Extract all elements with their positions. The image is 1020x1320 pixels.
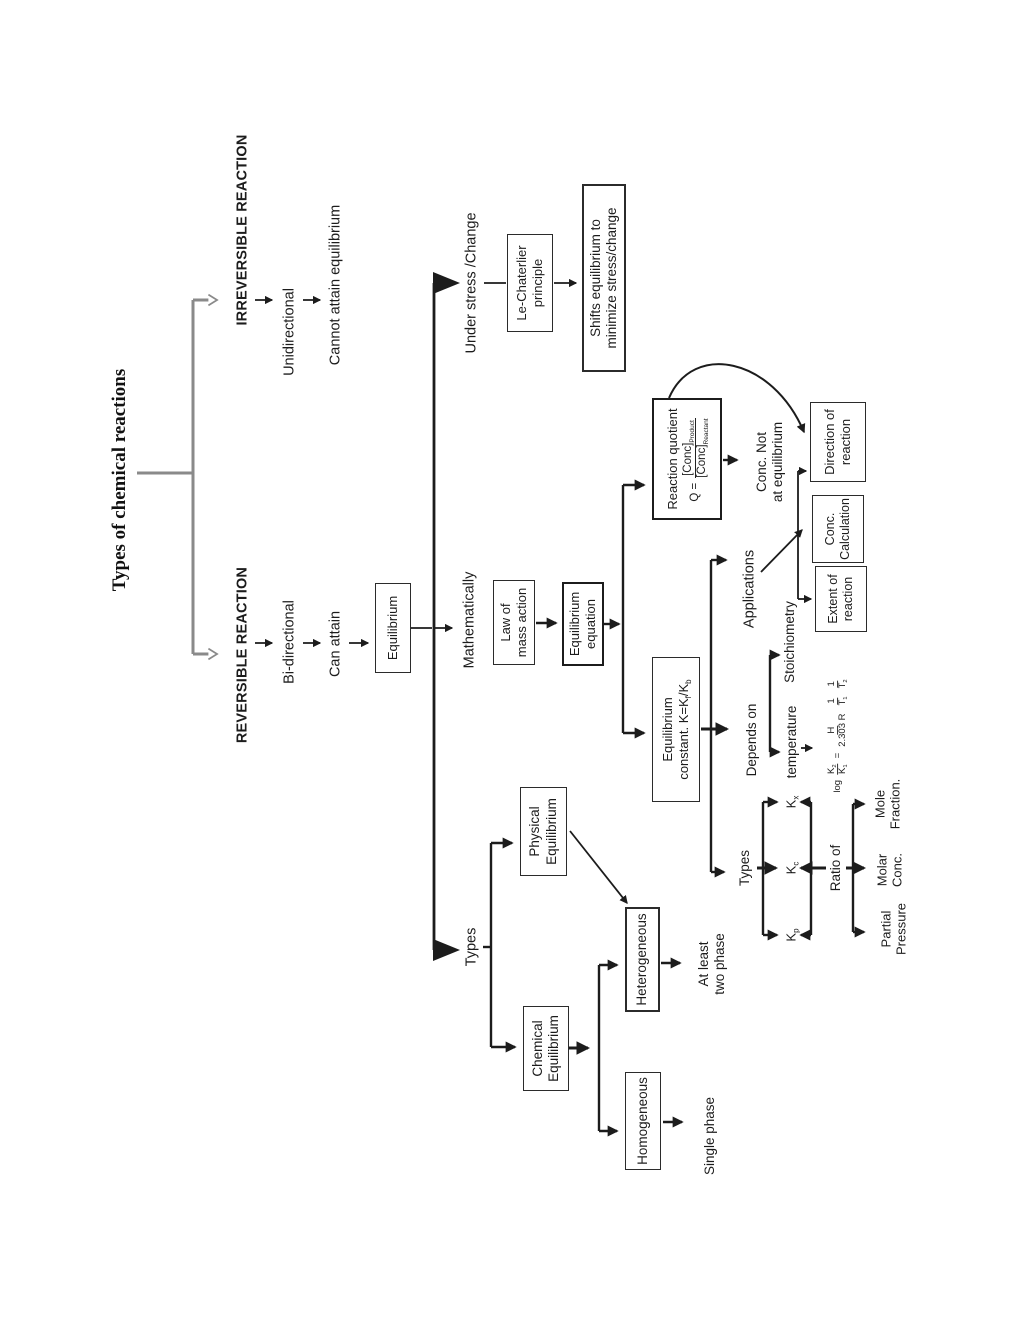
q-fraction: [Conc]Product [Conc]Reactant [682,416,710,479]
shifts-equilibrium-box: Shifts equilibrium to minimize stress/ch… [582,184,626,372]
label-ratio-of: Ratio of [828,844,844,892]
heading-irreversible-reaction: IRREVERSIBLE REACTION [234,134,251,326]
thick-connectors [569,722,867,1055]
q-numerator: [Conc]Product [682,418,696,478]
physical-to-heterogeneous-arrow [569,830,628,904]
reaction-quotient-formula: Q = [Conc]Product [Conc]Reactant [682,416,710,502]
label-single-phase: Single phase [702,1096,718,1176]
applications-to-conc-calc-arrow [760,529,803,573]
law-of-mass-action-box: Law of mass action [493,580,535,665]
label-under-stress-change: Under stress /Change [463,212,480,354]
label-depends-on: Depends on [744,703,760,777]
label-kx: Kx [783,795,801,809]
equilibrium-box: Equilibrium [375,583,411,673]
label-mole-fraction: Mole Fraction. [872,778,903,830]
le-chaterlier-principle-box: Le-Chaterlier principle [507,234,553,332]
quotient-to-direction-curve [668,363,806,434]
label-k-types: Types [737,849,753,887]
constant-line2: constant. K=Kf/Kb [676,679,693,780]
eq-t2-fraction: 1 T2 [826,679,850,689]
label-partial-pressure: Partial Pressure [878,902,909,956]
heterogeneous-box: Heterogeneous [625,907,660,1012]
label-can-attain: Can attain [327,610,344,678]
label-stoichiometry: Stoichiometry [782,601,798,683]
vant-hoff-equation: log K2 K1 = H 2.303 R 1 T1 1 T2 [826,677,850,793]
eq-t1-fraction: 1 T1 [826,696,850,706]
reaction-quotient-box: Reaction quotient Q = [Conc]Product [Con… [652,398,722,520]
label-cannot-attain-equilibrium: Cannot attain equilibrium [327,204,344,366]
label-temperature: temperature [784,705,800,779]
reaction-quotient-title: Reaction quotient [664,408,680,510]
constant-line1: Equilibrium [660,697,676,762]
big-arrowhead-stress [433,272,460,294]
eq-equals: = [832,752,844,759]
physical-equilibrium-box: Physical Equilibrium [520,787,567,876]
equilibrium-constant-box: Equilibrium constant. K=Kf/Kb [652,657,700,802]
label-mathematically: Mathematically [461,571,478,669]
label-bi-directional: Bi-directional [281,600,298,684]
label-molar-conc: Molar Conc. [874,853,905,887]
eq-log: log [832,779,844,793]
heading-reversible-reaction: REVERSIBLE REACTION [234,566,251,744]
label-at-least-two-phase: At least two phase [696,933,727,995]
title-bracket-lines [137,293,219,661]
label-conc-not-at-equilibrium: Conc. Not at equilibrium [754,421,785,503]
chemical-equilibrium-box: Chemical Equilibrium [523,1006,569,1091]
diagram-title: Types of chemical reactions [109,368,130,592]
label-kc: Kc [783,861,801,875]
eq-k-fraction: K2 K1 [826,763,850,775]
q-denominator: [Conc]Reactant [695,418,710,478]
label-applications: Applications [741,549,758,629]
direction-of-reaction-box: Direction of reaction [810,402,866,482]
extent-of-reaction-box: Extent of reaction [815,566,867,632]
homogeneous-box: Homogeneous [625,1072,661,1170]
q-prefix: Q = [688,482,701,502]
eq-h-fraction: H 2.303 R [826,713,849,747]
thin-connectors [255,278,814,904]
label-types-branch: Types [463,927,480,967]
big-arrowhead-types [433,939,460,961]
conc-calculation-box: Conc. Calculation [812,495,864,563]
label-unidirectional: Unidirectional [281,288,298,376]
equilibrium-equation-box: Equilibrium equation [562,582,604,666]
label-kp: Kp [783,928,801,942]
medium-connectors [432,283,866,1137]
